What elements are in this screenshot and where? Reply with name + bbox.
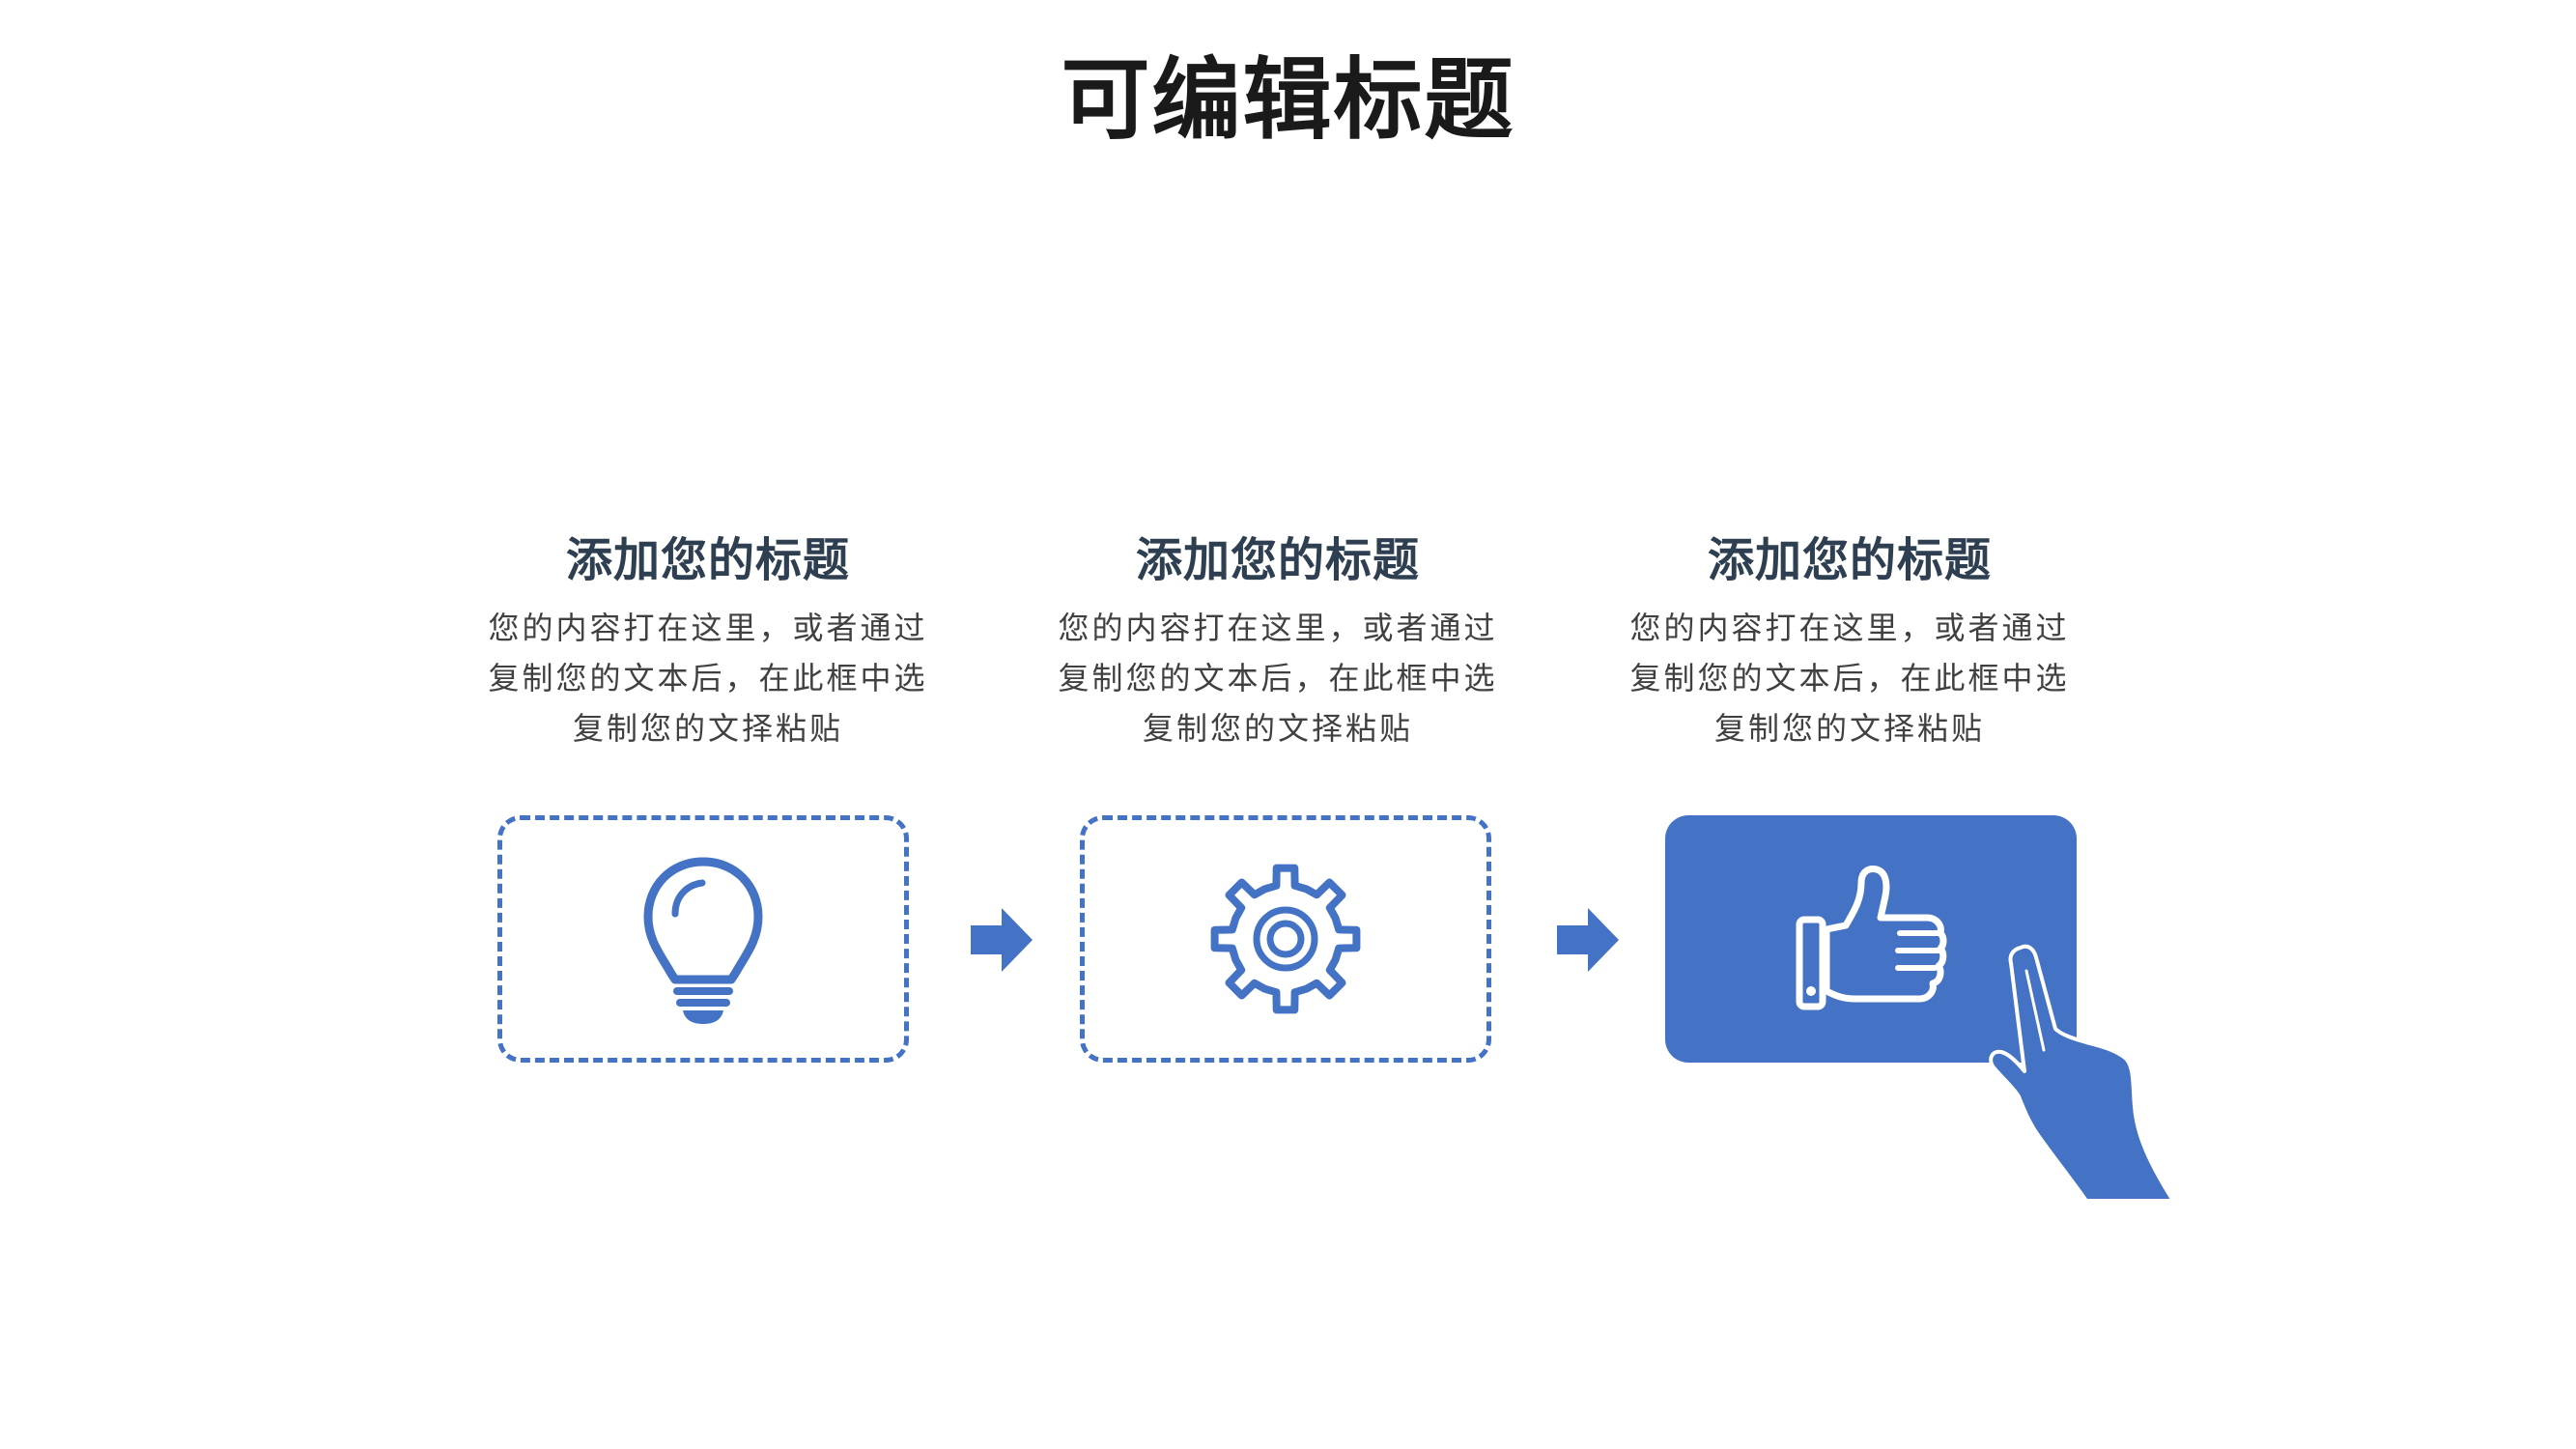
- step-3-line-3: 复制您的文择粘贴: [1713, 710, 1985, 747]
- step-1-card: [497, 815, 909, 1063]
- step-3-heading: 添加您的标题: [1707, 533, 1992, 587]
- step-3-text: 添加您的标题 您的内容打在这里，或者通过 复制您的文本后，在此框中选 复制您的文…: [1623, 529, 2077, 753]
- step-2-line-2: 复制您的文本后，在此框中选: [1058, 660, 1498, 696]
- step-3-card: [1665, 815, 2077, 1063]
- step-1-body: 您的内容打在这里，或者通过 复制您的文本后，在此框中选 复制您的文择粘贴: [481, 603, 935, 753]
- lightbulb-icon: [643, 857, 763, 1024]
- step-3-body: 您的内容打在这里，或者通过 复制您的文本后，在此框中选 复制您的文择粘贴: [1623, 603, 2077, 753]
- step-2-heading: 添加您的标题: [1135, 533, 1420, 587]
- step-2-text: 添加您的标题 您的内容打在这里，或者通过 复制您的文本后，在此框中选 复制您的文…: [1051, 529, 1505, 753]
- arrow-right-icon: [1557, 908, 1619, 972]
- thumbs-up-icon: [1796, 866, 1947, 1010]
- step-3-line-2: 复制您的文本后，在此框中选: [1629, 660, 2070, 696]
- step-2-body: 您的内容打在这里，或者通过 复制您的文本后，在此框中选 复制您的文择粘贴: [1051, 603, 1505, 753]
- slide-title: 可编辑标题: [1061, 48, 1515, 152]
- step-1-line-2: 复制您的文本后，在此框中选: [488, 660, 928, 696]
- pointing-hand-icon: [1989, 944, 2173, 1203]
- step-3-line-1: 您的内容打在这里，或者通过: [1629, 610, 2070, 646]
- step-2-line-1: 您的内容打在这里，或者通过: [1058, 610, 1498, 646]
- step-1-line-3: 复制您的文择粘贴: [572, 710, 843, 747]
- step-1-heading: 添加您的标题: [565, 533, 850, 587]
- step-2-card: [1080, 815, 1491, 1063]
- step-1-line-1: 您的内容打在这里，或者通过: [488, 610, 928, 646]
- arrow-right-icon: [971, 908, 1033, 972]
- step-1-text: 添加您的标题 您的内容打在这里，或者通过 复制您的文本后，在此框中选 复制您的文…: [481, 529, 935, 753]
- gear-icon: [1210, 864, 1361, 1014]
- step-2-line-3: 复制您的文择粘贴: [1142, 710, 1413, 747]
- gear-outline: [1210, 864, 1361, 1014]
